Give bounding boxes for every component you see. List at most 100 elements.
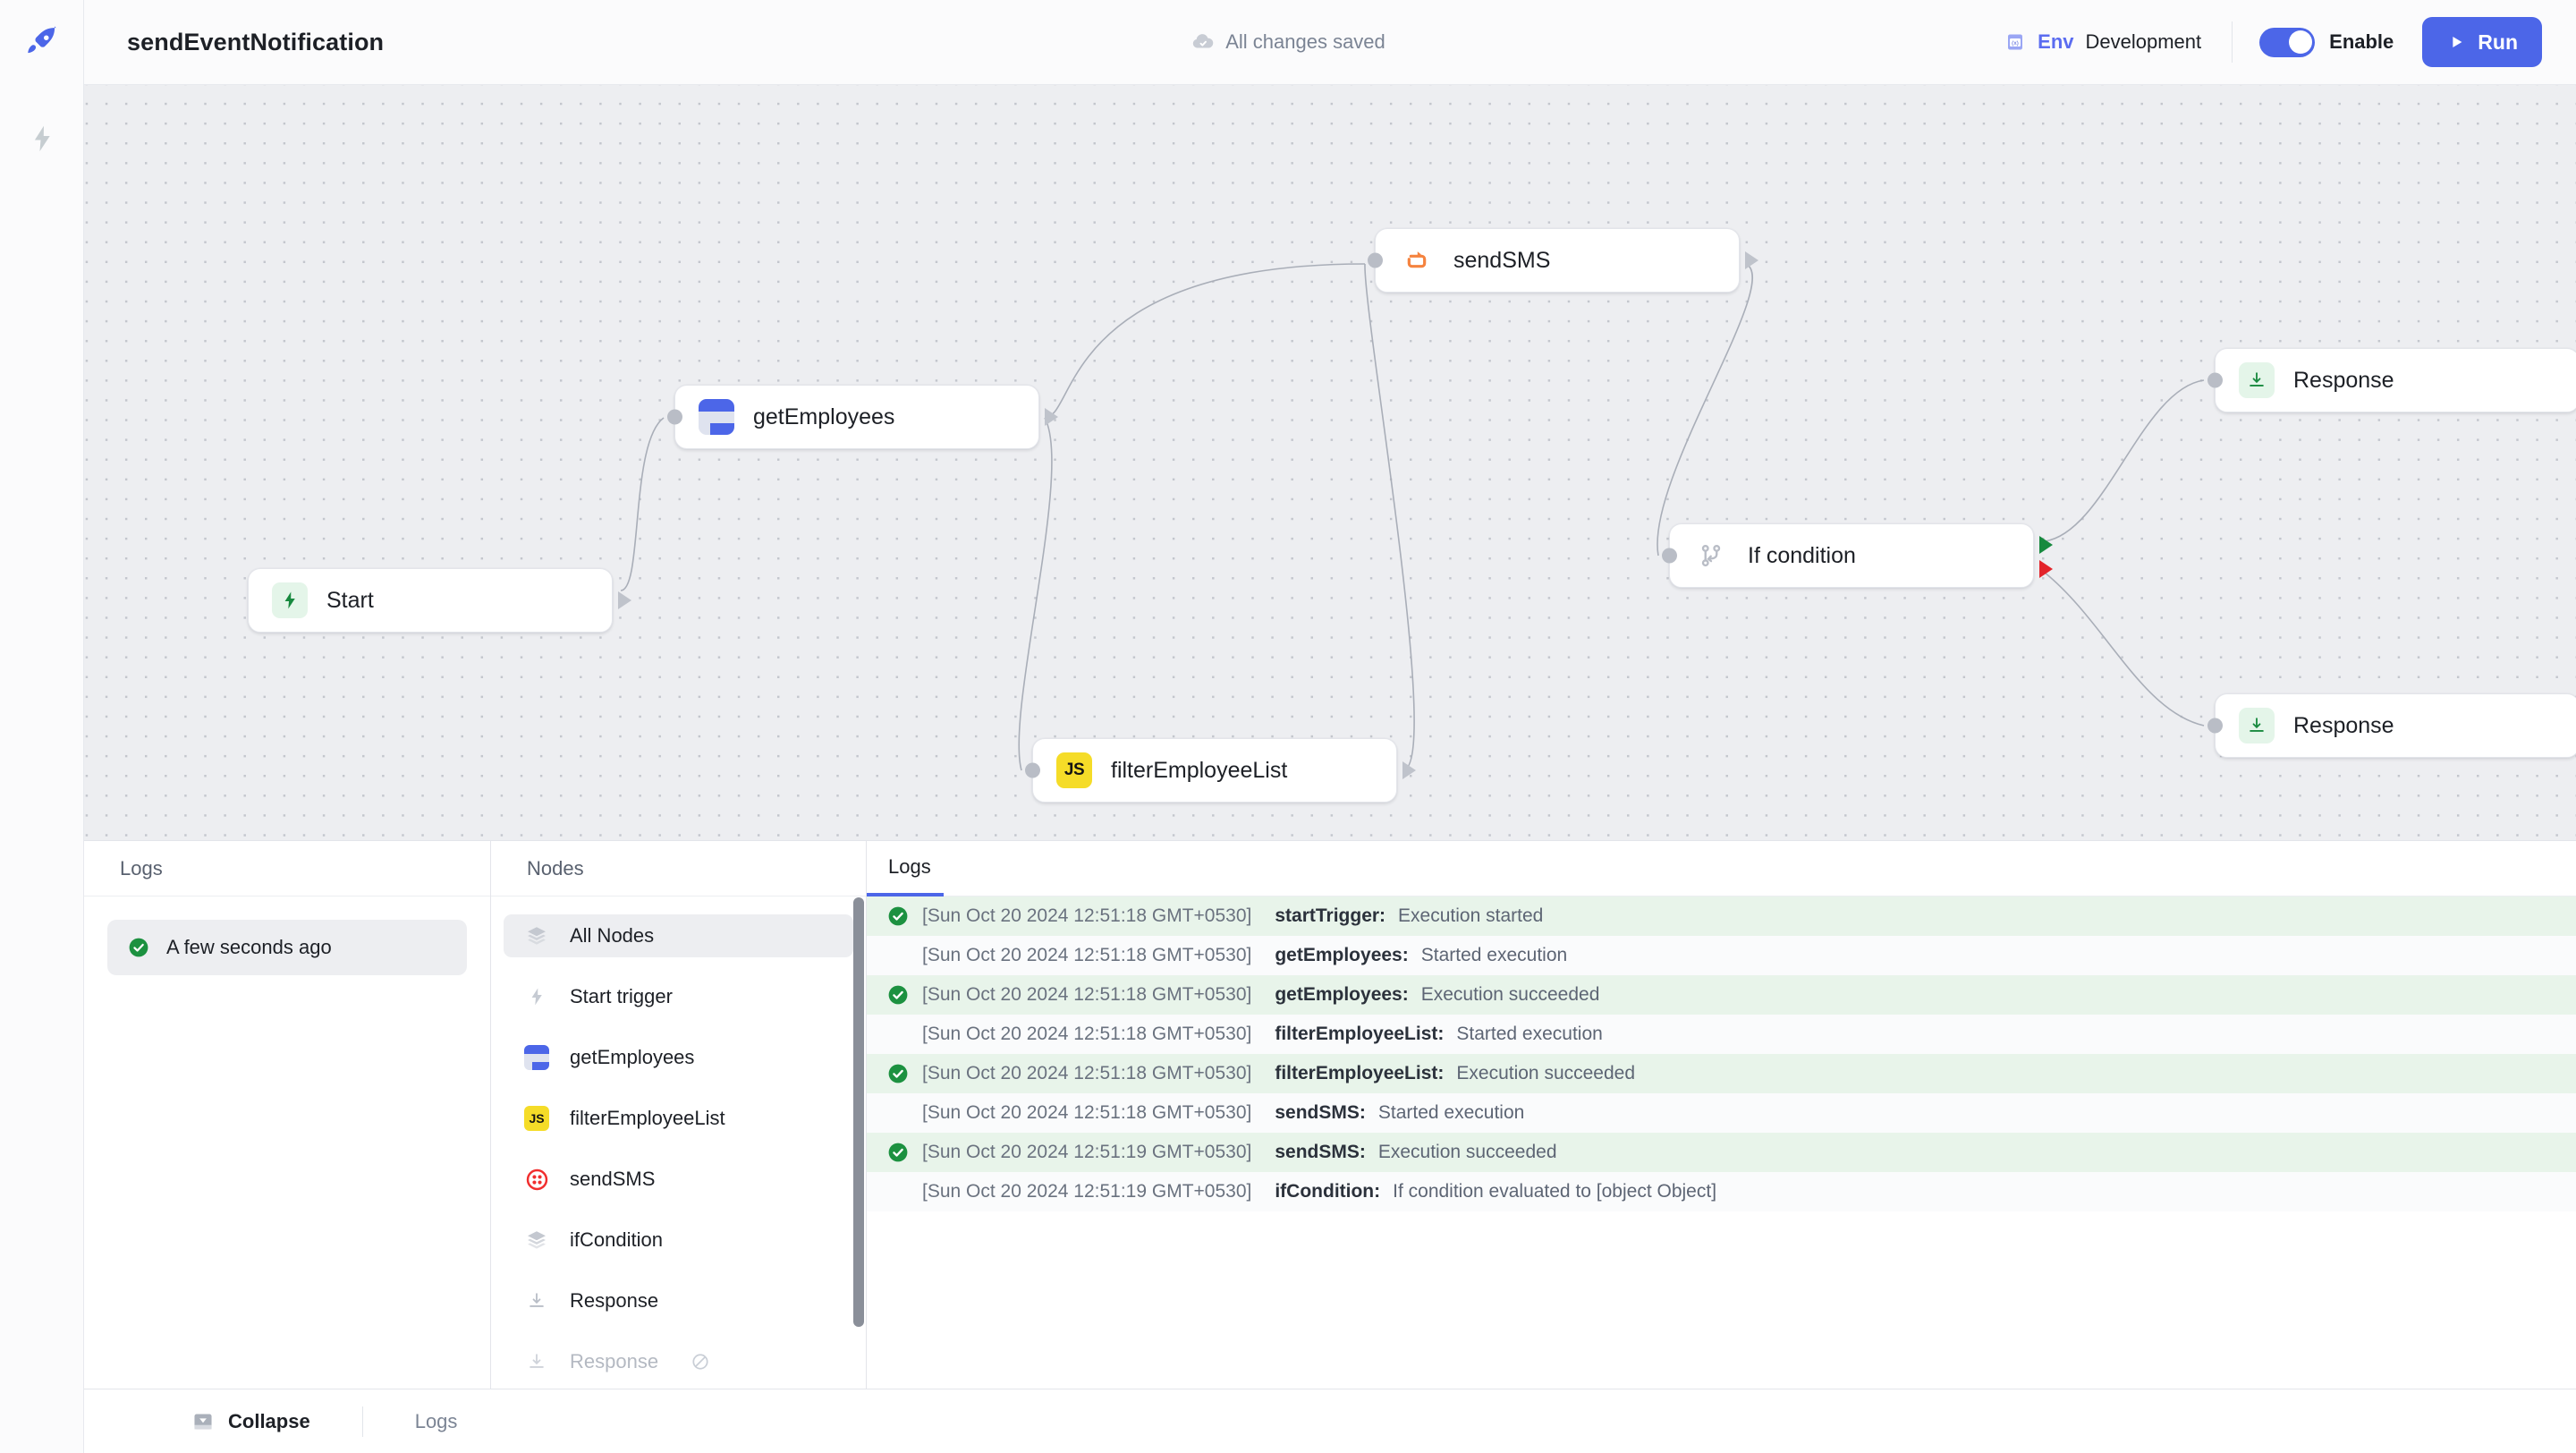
log-row[interactable]: [Sun Oct 20 2024 12:51:19 GMT+0530] ifCo…	[867, 1172, 2576, 1211]
enable-toggle-group[interactable]: Enable	[2259, 28, 2394, 57]
canvas-node-response-1[interactable]: Response	[2215, 348, 2576, 412]
env-selector[interactable]: (x) Env Development	[2004, 30, 2201, 54]
log-row[interactable]: [Sun Oct 20 2024 12:51:18 GMT+0530] getE…	[867, 936, 2576, 975]
node-output-port-false[interactable]	[2039, 560, 2053, 578]
env-value: Development	[2086, 30, 2202, 54]
node-list-item-response-2[interactable]: Response	[504, 1340, 853, 1383]
log-node-name: getEmployees:	[1275, 945, 1408, 966]
node-input-port[interactable]	[667, 410, 682, 425]
response-green-icon	[2239, 362, 2275, 398]
success-check-icon	[886, 905, 910, 928]
collapse-button[interactable]: Collapse	[191, 1410, 310, 1433]
node-input-port[interactable]	[2207, 718, 2223, 734]
node-list-item-start-trigger[interactable]: Start trigger	[504, 975, 853, 1018]
run-entry[interactable]: A few seconds ago	[107, 920, 467, 975]
footer-logs-button[interactable]: Logs	[415, 1410, 458, 1433]
canvas-node-label: filterEmployeeList	[1111, 758, 1287, 784]
toggle-knob	[2289, 30, 2312, 54]
rocket-icon	[22, 22, 62, 62]
log-message: Execution succeeded	[1421, 984, 1600, 1006]
canvas-node-filteremployeelist[interactable]: JS filterEmployeeList	[1032, 738, 1397, 803]
log-row[interactable]: [Sun Oct 20 2024 12:51:18 GMT+0530] filt…	[867, 1015, 2576, 1054]
canvas-and-panel: Start getEmployees	[84, 85, 2576, 1453]
log-node-name: filterEmployeeList:	[1275, 1063, 1444, 1084]
lightning-grey-icon	[523, 983, 550, 1010]
log-node-name: startTrigger:	[1275, 905, 1385, 927]
log-row[interactable]: [Sun Oct 20 2024 12:51:18 GMT+0530] getE…	[867, 975, 2576, 1015]
log-message: Execution succeeded	[1378, 1142, 1557, 1163]
enable-toggle[interactable]	[2259, 28, 2315, 57]
node-output-port[interactable]	[1045, 408, 1058, 426]
node-list-item-sendsms[interactable]: sendSMS	[504, 1158, 853, 1201]
node-list-item-getemployees[interactable]: getEmployees	[504, 1036, 853, 1079]
node-output-port-true[interactable]	[2039, 536, 2053, 554]
canvas-node-start[interactable]: Start	[248, 568, 613, 633]
node-list-item-label: All Nodes	[570, 924, 654, 947]
nodes-column-header: Nodes	[491, 841, 866, 896]
canvas-node-ifcondition[interactable]: If condition	[1669, 523, 2034, 588]
workflow-canvas[interactable]: Start getEmployees	[84, 85, 2576, 840]
svg-text:(x): (x)	[2012, 40, 2019, 47]
lightning-icon	[26, 123, 58, 155]
top-bar-actions: (x) Env Development Enable Run	[2004, 0, 2576, 84]
node-list-item-filteremployeelist[interactable]: JS filterEmployeeList	[504, 1097, 853, 1140]
node-input-port[interactable]	[2207, 373, 2223, 388]
log-timestamp: [Sun Oct 20 2024 12:51:18 GMT+0530]	[922, 984, 1251, 1006]
canvas-node-label: Response	[2293, 713, 2394, 739]
node-output-port[interactable]	[1402, 761, 1416, 779]
footer-divider	[362, 1406, 363, 1437]
node-list-item-label: filterEmployeeList	[570, 1107, 725, 1130]
editor-body: Start getEmployees	[0, 85, 2576, 1453]
log-row[interactable]: [Sun Oct 20 2024 12:51:18 GMT+0530] filt…	[867, 1054, 2576, 1093]
canvas-node-label: Start	[326, 588, 374, 614]
runs-column-header: Logs	[84, 841, 490, 896]
log-row[interactable]: [Sun Oct 20 2024 12:51:18 GMT+0530] star…	[867, 896, 2576, 936]
node-input-port[interactable]	[1368, 253, 1383, 268]
node-list-item-all-nodes[interactable]: All Nodes	[504, 914, 853, 957]
edge-getemployees-to-filter	[1019, 418, 1052, 770]
run-button-label: Run	[2478, 30, 2518, 55]
log-message: Started execution	[1421, 945, 1567, 966]
node-list-item-label: getEmployees	[570, 1046, 694, 1069]
canvas-node-label: getEmployees	[753, 404, 894, 430]
success-check-icon	[886, 983, 910, 1007]
edge-filter-to-sendsms	[1365, 264, 1414, 770]
node-input-port[interactable]	[1662, 548, 1677, 564]
toolbar-divider	[2232, 21, 2233, 63]
edge-sendsms-to-ifcondition	[1657, 264, 1752, 556]
log-timestamp: [Sun Oct 20 2024 12:51:18 GMT+0530]	[922, 905, 1251, 927]
node-input-port[interactable]	[1025, 763, 1040, 778]
log-node-name: sendSMS:	[1275, 1142, 1366, 1163]
log-node-name: getEmployees:	[1275, 984, 1408, 1006]
run-entry-label: A few seconds ago	[166, 936, 332, 959]
nodes-scrollbar[interactable]	[853, 897, 864, 1327]
bottom-panel: Logs A few seconds ago Nodes	[84, 840, 2576, 1389]
node-list-item-ifcondition[interactable]: ifCondition	[504, 1219, 853, 1262]
run-button[interactable]: Run	[2422, 17, 2542, 67]
log-tabs: Logs	[867, 841, 2576, 896]
canvas-node-getemployees[interactable]: getEmployees	[674, 385, 1039, 449]
app-logo[interactable]	[0, 0, 84, 85]
canvas-node-sendsms[interactable]: sendSMS	[1375, 228, 1740, 293]
disabled-icon	[691, 1352, 710, 1372]
panel-collapse-icon	[191, 1410, 215, 1433]
log-message: If condition evaluated to [object Object…	[1393, 1181, 1716, 1202]
node-output-port[interactable]	[1745, 251, 1758, 269]
node-list-item-response-1[interactable]: Response	[504, 1279, 853, 1322]
sidebar-item-triggers[interactable]	[22, 119, 62, 158]
node-list-item-label: Start trigger	[570, 985, 673, 1008]
js-icon: JS	[1056, 752, 1092, 788]
runs-column: Logs A few seconds ago	[84, 841, 491, 1389]
canvas-node-label: Response	[2293, 368, 2394, 394]
log-message: Execution succeeded	[1456, 1063, 1635, 1084]
log-row[interactable]: [Sun Oct 20 2024 12:51:18 GMT+0530] send…	[867, 1093, 2576, 1133]
tab-logs[interactable]: Logs	[867, 841, 944, 896]
log-timestamp: [Sun Oct 20 2024 12:51:18 GMT+0530]	[922, 945, 1251, 966]
left-rail	[0, 85, 84, 1453]
log-row[interactable]: [Sun Oct 20 2024 12:51:19 GMT+0530] send…	[867, 1133, 2576, 1172]
success-check-icon	[127, 936, 150, 959]
response-green-icon	[2239, 708, 2275, 743]
node-output-port[interactable]	[618, 591, 631, 609]
page-title: sendEventNotification	[127, 29, 384, 56]
canvas-node-response-2[interactable]: Response	[2215, 693, 2576, 758]
